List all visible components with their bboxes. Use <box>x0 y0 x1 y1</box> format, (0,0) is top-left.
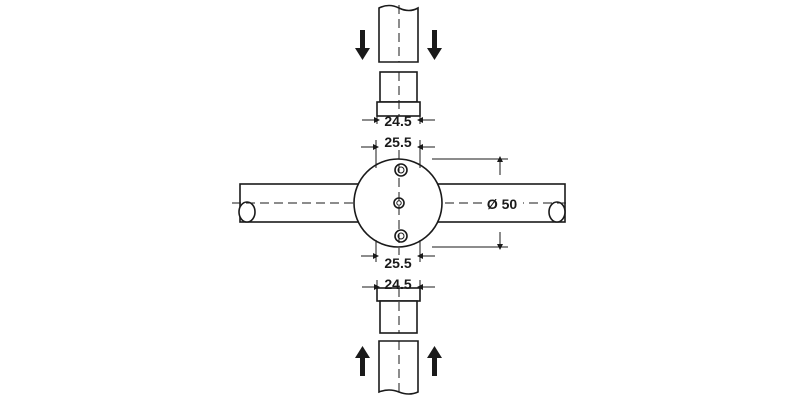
dimension-label-top-plate-spacing: 25.5 <box>384 134 411 150</box>
dimension-label-top-sleeve: 24.5 <box>384 113 411 129</box>
up-arrow-left <box>355 346 370 376</box>
bottom-tube <box>378 340 419 396</box>
top-sleeve <box>376 71 421 117</box>
connector-plate <box>353 150 443 255</box>
dimension-label-bottom-plate-spacing: 25.5 <box>384 255 411 271</box>
bottom-sleeve <box>376 287 421 334</box>
horizontal-tube-left-end <box>238 201 256 223</box>
dimension-top-plate-spacing: 25.5 <box>361 134 435 168</box>
dimension-label-plate-diameter: Ø 50 <box>487 196 518 212</box>
dimension-bottom-sleeve: 24.5 <box>362 276 435 292</box>
down-arrow-left <box>355 30 370 60</box>
up-arrow-right <box>427 346 442 376</box>
lower-screw-hole <box>394 229 408 243</box>
top-tube <box>378 4 419 63</box>
dimension-plate-diameter: Ø 50 <box>432 156 523 250</box>
dimension-bottom-plate-spacing: 25.5 <box>361 240 435 271</box>
upper-screw-hole <box>394 163 408 177</box>
down-arrow-right <box>427 30 442 60</box>
dimension-label-bottom-sleeve: 24.5 <box>384 276 411 292</box>
horizontal-tube-right-end <box>548 201 566 223</box>
dimension-top-sleeve: 24.5 <box>362 113 435 129</box>
